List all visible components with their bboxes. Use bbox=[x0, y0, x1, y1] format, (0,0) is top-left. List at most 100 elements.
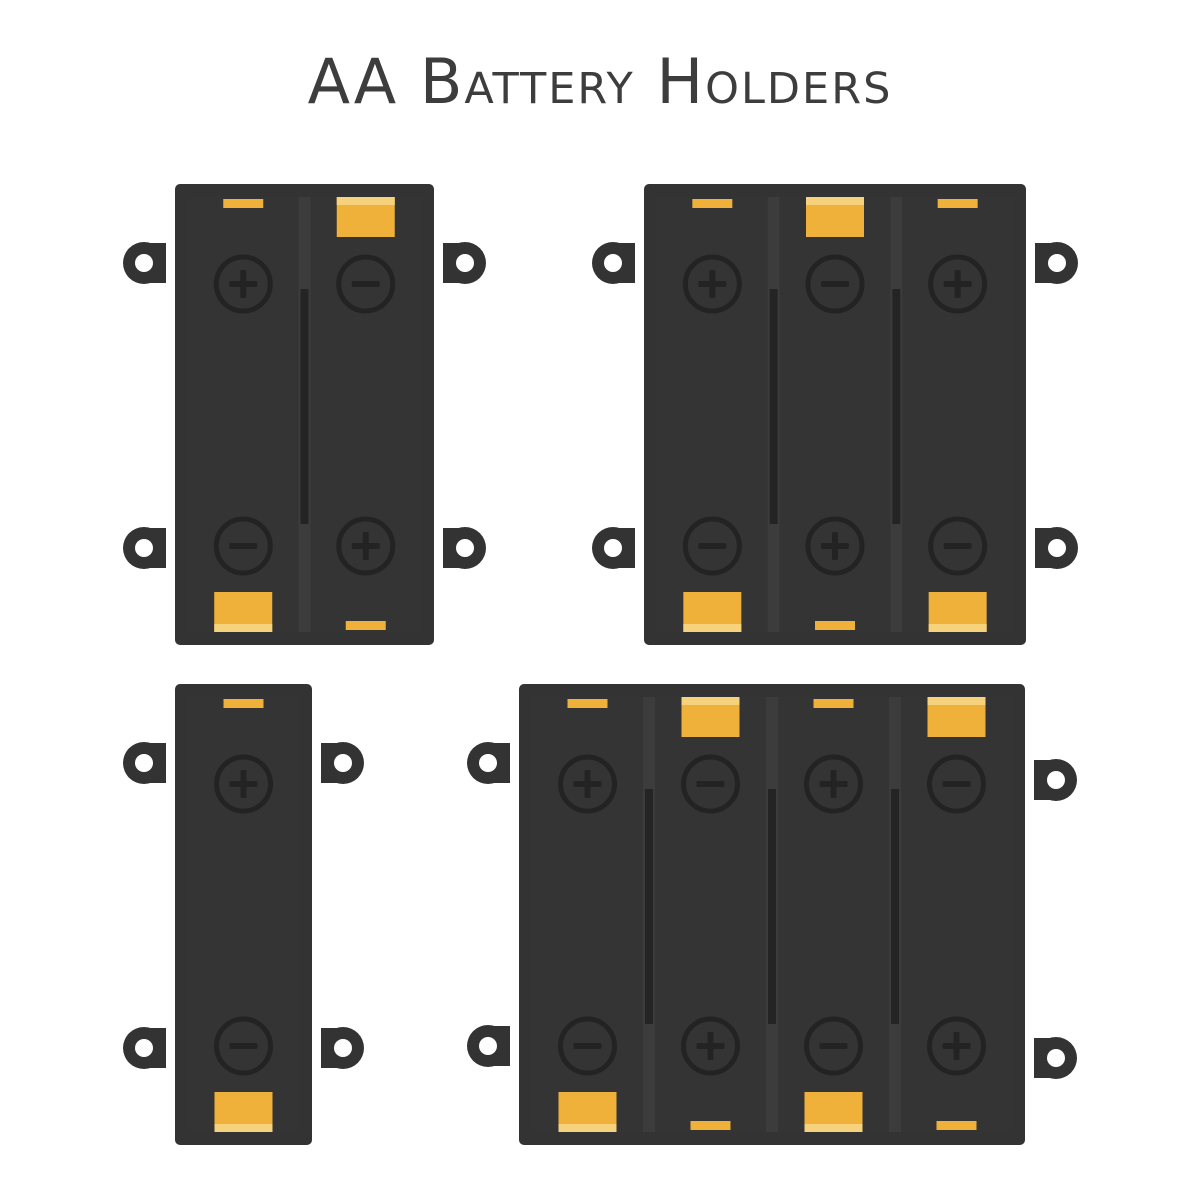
flat-contact bbox=[936, 1121, 977, 1130]
spring-contact bbox=[681, 697, 740, 737]
mounting-tab bbox=[321, 1027, 364, 1069]
minus-terminal-icon bbox=[214, 1016, 273, 1076]
plus-terminal-icon bbox=[214, 754, 273, 814]
mounting-tab bbox=[592, 242, 635, 284]
slot-floor bbox=[188, 697, 299, 1132]
battery-slot bbox=[778, 697, 889, 1132]
battery-slot bbox=[188, 197, 299, 632]
slot-floor bbox=[655, 697, 766, 1132]
tab-hole bbox=[604, 254, 622, 272]
tab-hole bbox=[456, 539, 474, 557]
flat-contact bbox=[223, 699, 264, 708]
tab-hole bbox=[334, 1039, 352, 1057]
mounting-tab bbox=[123, 742, 166, 784]
minus-terminal-icon bbox=[213, 516, 273, 576]
mounting-tab bbox=[592, 527, 635, 569]
holder-4-cell bbox=[467, 684, 1077, 1145]
plus-terminal-icon bbox=[927, 1016, 986, 1076]
flat-contact bbox=[223, 199, 264, 208]
plus-terminal-icon bbox=[804, 754, 863, 814]
spring-contact bbox=[214, 1092, 273, 1132]
spring-contact bbox=[804, 1092, 863, 1132]
spring-contact bbox=[558, 1092, 617, 1132]
spring-contact bbox=[336, 197, 395, 237]
plus-terminal-icon bbox=[558, 754, 617, 814]
tab-hole bbox=[479, 1037, 497, 1055]
mounting-tab bbox=[1034, 1037, 1077, 1079]
minus-terminal-icon bbox=[681, 754, 740, 814]
flat-contact bbox=[345, 621, 386, 630]
holder-2-cell bbox=[123, 184, 486, 645]
plus-terminal-icon bbox=[805, 516, 865, 576]
flat-contact bbox=[690, 1121, 731, 1130]
mounting-tab bbox=[123, 527, 166, 569]
holder-3-cell bbox=[592, 184, 1078, 645]
slot-divider bbox=[892, 289, 901, 524]
tab-hole bbox=[456, 254, 474, 272]
spring-contact bbox=[927, 697, 986, 737]
minus-terminal-icon bbox=[682, 516, 742, 576]
slot-divider bbox=[891, 789, 899, 1024]
tab-hole bbox=[604, 539, 622, 557]
tab-hole bbox=[135, 254, 153, 272]
battery-slot bbox=[901, 697, 1012, 1132]
holder-1-cell bbox=[123, 684, 364, 1145]
spring-contact bbox=[928, 592, 987, 632]
tab-hole bbox=[135, 539, 153, 557]
minus-terminal-icon bbox=[805, 254, 865, 314]
battery-slot bbox=[657, 197, 768, 632]
plus-terminal-icon bbox=[682, 254, 742, 314]
slot-floor bbox=[310, 197, 421, 632]
slot-divider bbox=[768, 789, 776, 1024]
spring-contact bbox=[806, 197, 864, 237]
slot-floor bbox=[657, 197, 768, 632]
slot-floor bbox=[779, 197, 891, 632]
slot-divider bbox=[300, 289, 309, 524]
spring-contact bbox=[683, 592, 742, 632]
slot-floor bbox=[532, 697, 643, 1132]
mounting-tab bbox=[443, 242, 486, 284]
flat-contact bbox=[815, 621, 855, 630]
flat-contact bbox=[813, 699, 854, 708]
slot-floor bbox=[902, 197, 1013, 632]
mounting-tab bbox=[467, 1025, 510, 1067]
mounting-tab bbox=[467, 742, 510, 784]
minus-terminal-icon bbox=[927, 754, 986, 814]
slot-floor bbox=[901, 697, 1012, 1132]
battery-slot bbox=[902, 197, 1013, 632]
tab-hole bbox=[135, 1039, 153, 1057]
battery-slot bbox=[655, 697, 766, 1132]
battery-slot bbox=[188, 697, 299, 1132]
minus-terminal-icon bbox=[336, 254, 396, 314]
tab-hole bbox=[1047, 771, 1065, 789]
slot-floor bbox=[778, 697, 889, 1132]
mounting-tab bbox=[1034, 759, 1077, 801]
plus-terminal-icon bbox=[681, 1016, 740, 1076]
mounting-tab bbox=[123, 242, 166, 284]
page-title: AA Battery Holders bbox=[307, 45, 893, 118]
slot-divider bbox=[645, 789, 653, 1024]
plus-terminal-icon bbox=[928, 254, 988, 314]
mounting-tab bbox=[1035, 242, 1078, 284]
minus-terminal-icon bbox=[804, 1016, 863, 1076]
tab-hole bbox=[479, 754, 497, 772]
slot-floor bbox=[188, 197, 299, 632]
tab-hole bbox=[334, 754, 352, 772]
flat-contact bbox=[692, 199, 733, 208]
minus-terminal-icon bbox=[928, 516, 988, 576]
mounting-tab bbox=[443, 527, 486, 569]
battery-slot bbox=[779, 197, 891, 632]
tab-hole bbox=[135, 754, 153, 772]
tab-hole bbox=[1047, 1049, 1065, 1067]
flat-contact bbox=[567, 699, 608, 708]
spring-contact bbox=[214, 592, 273, 632]
plus-terminal-icon bbox=[213, 254, 273, 314]
minus-terminal-icon bbox=[558, 1016, 617, 1076]
flat-contact bbox=[937, 199, 978, 208]
mounting-tab bbox=[123, 1027, 166, 1069]
mounting-tab bbox=[1035, 527, 1078, 569]
slot-divider bbox=[769, 289, 778, 524]
mounting-tab bbox=[321, 742, 364, 784]
battery-slot bbox=[532, 697, 643, 1132]
